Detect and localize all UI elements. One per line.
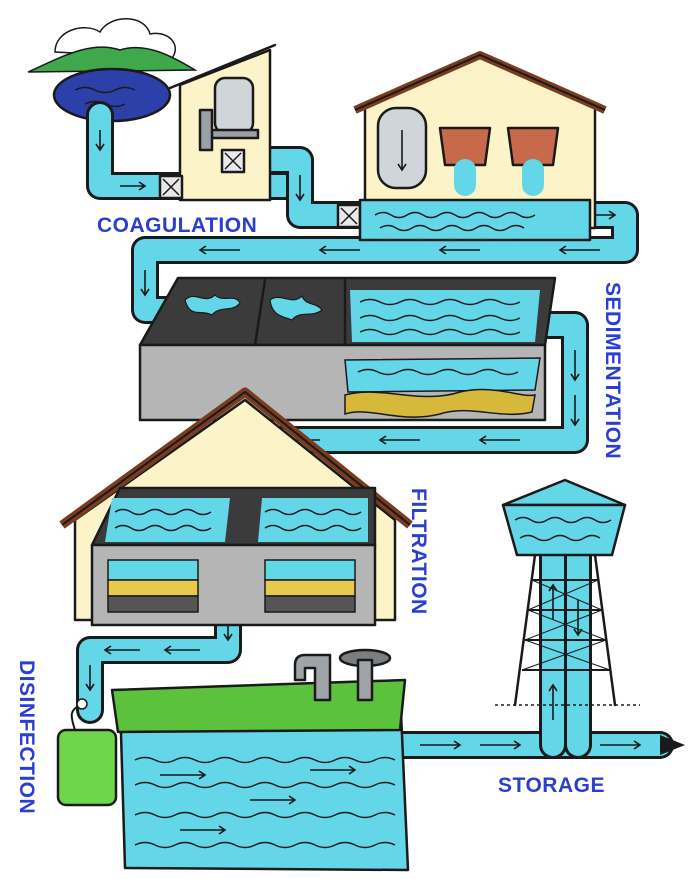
outlet-arrow-icon: [660, 735, 685, 755]
disinfectant-tank: [56, 698, 118, 807]
floc-particles: [184, 294, 323, 321]
coagulation-building: [168, 43, 277, 202]
clearwell-tank: [110, 648, 410, 872]
label-disinfection: DISINFECTION: [15, 660, 38, 814]
hill: [27, 46, 198, 73]
sludge-layer: [344, 388, 536, 418]
grass-cover: [110, 678, 407, 734]
sedimentation-basin: [138, 276, 557, 422]
label-coagulation: COAGULATION: [97, 214, 257, 237]
filter-media-left: [107, 559, 199, 613]
label-filtration: FILTRATION: [407, 488, 430, 615]
filtration-building: [59, 387, 413, 627]
mixer-fan: [158, 148, 362, 229]
flow-arrows: [85, 130, 642, 750]
flocculation-building: [353, 51, 607, 242]
water-source: [27, 18, 198, 123]
label-storage: STORAGE: [498, 774, 605, 797]
label-sedimentation: SEDIMENTATION: [601, 282, 624, 459]
water-tower: [495, 478, 640, 707]
filter-media-right: [264, 559, 356, 613]
